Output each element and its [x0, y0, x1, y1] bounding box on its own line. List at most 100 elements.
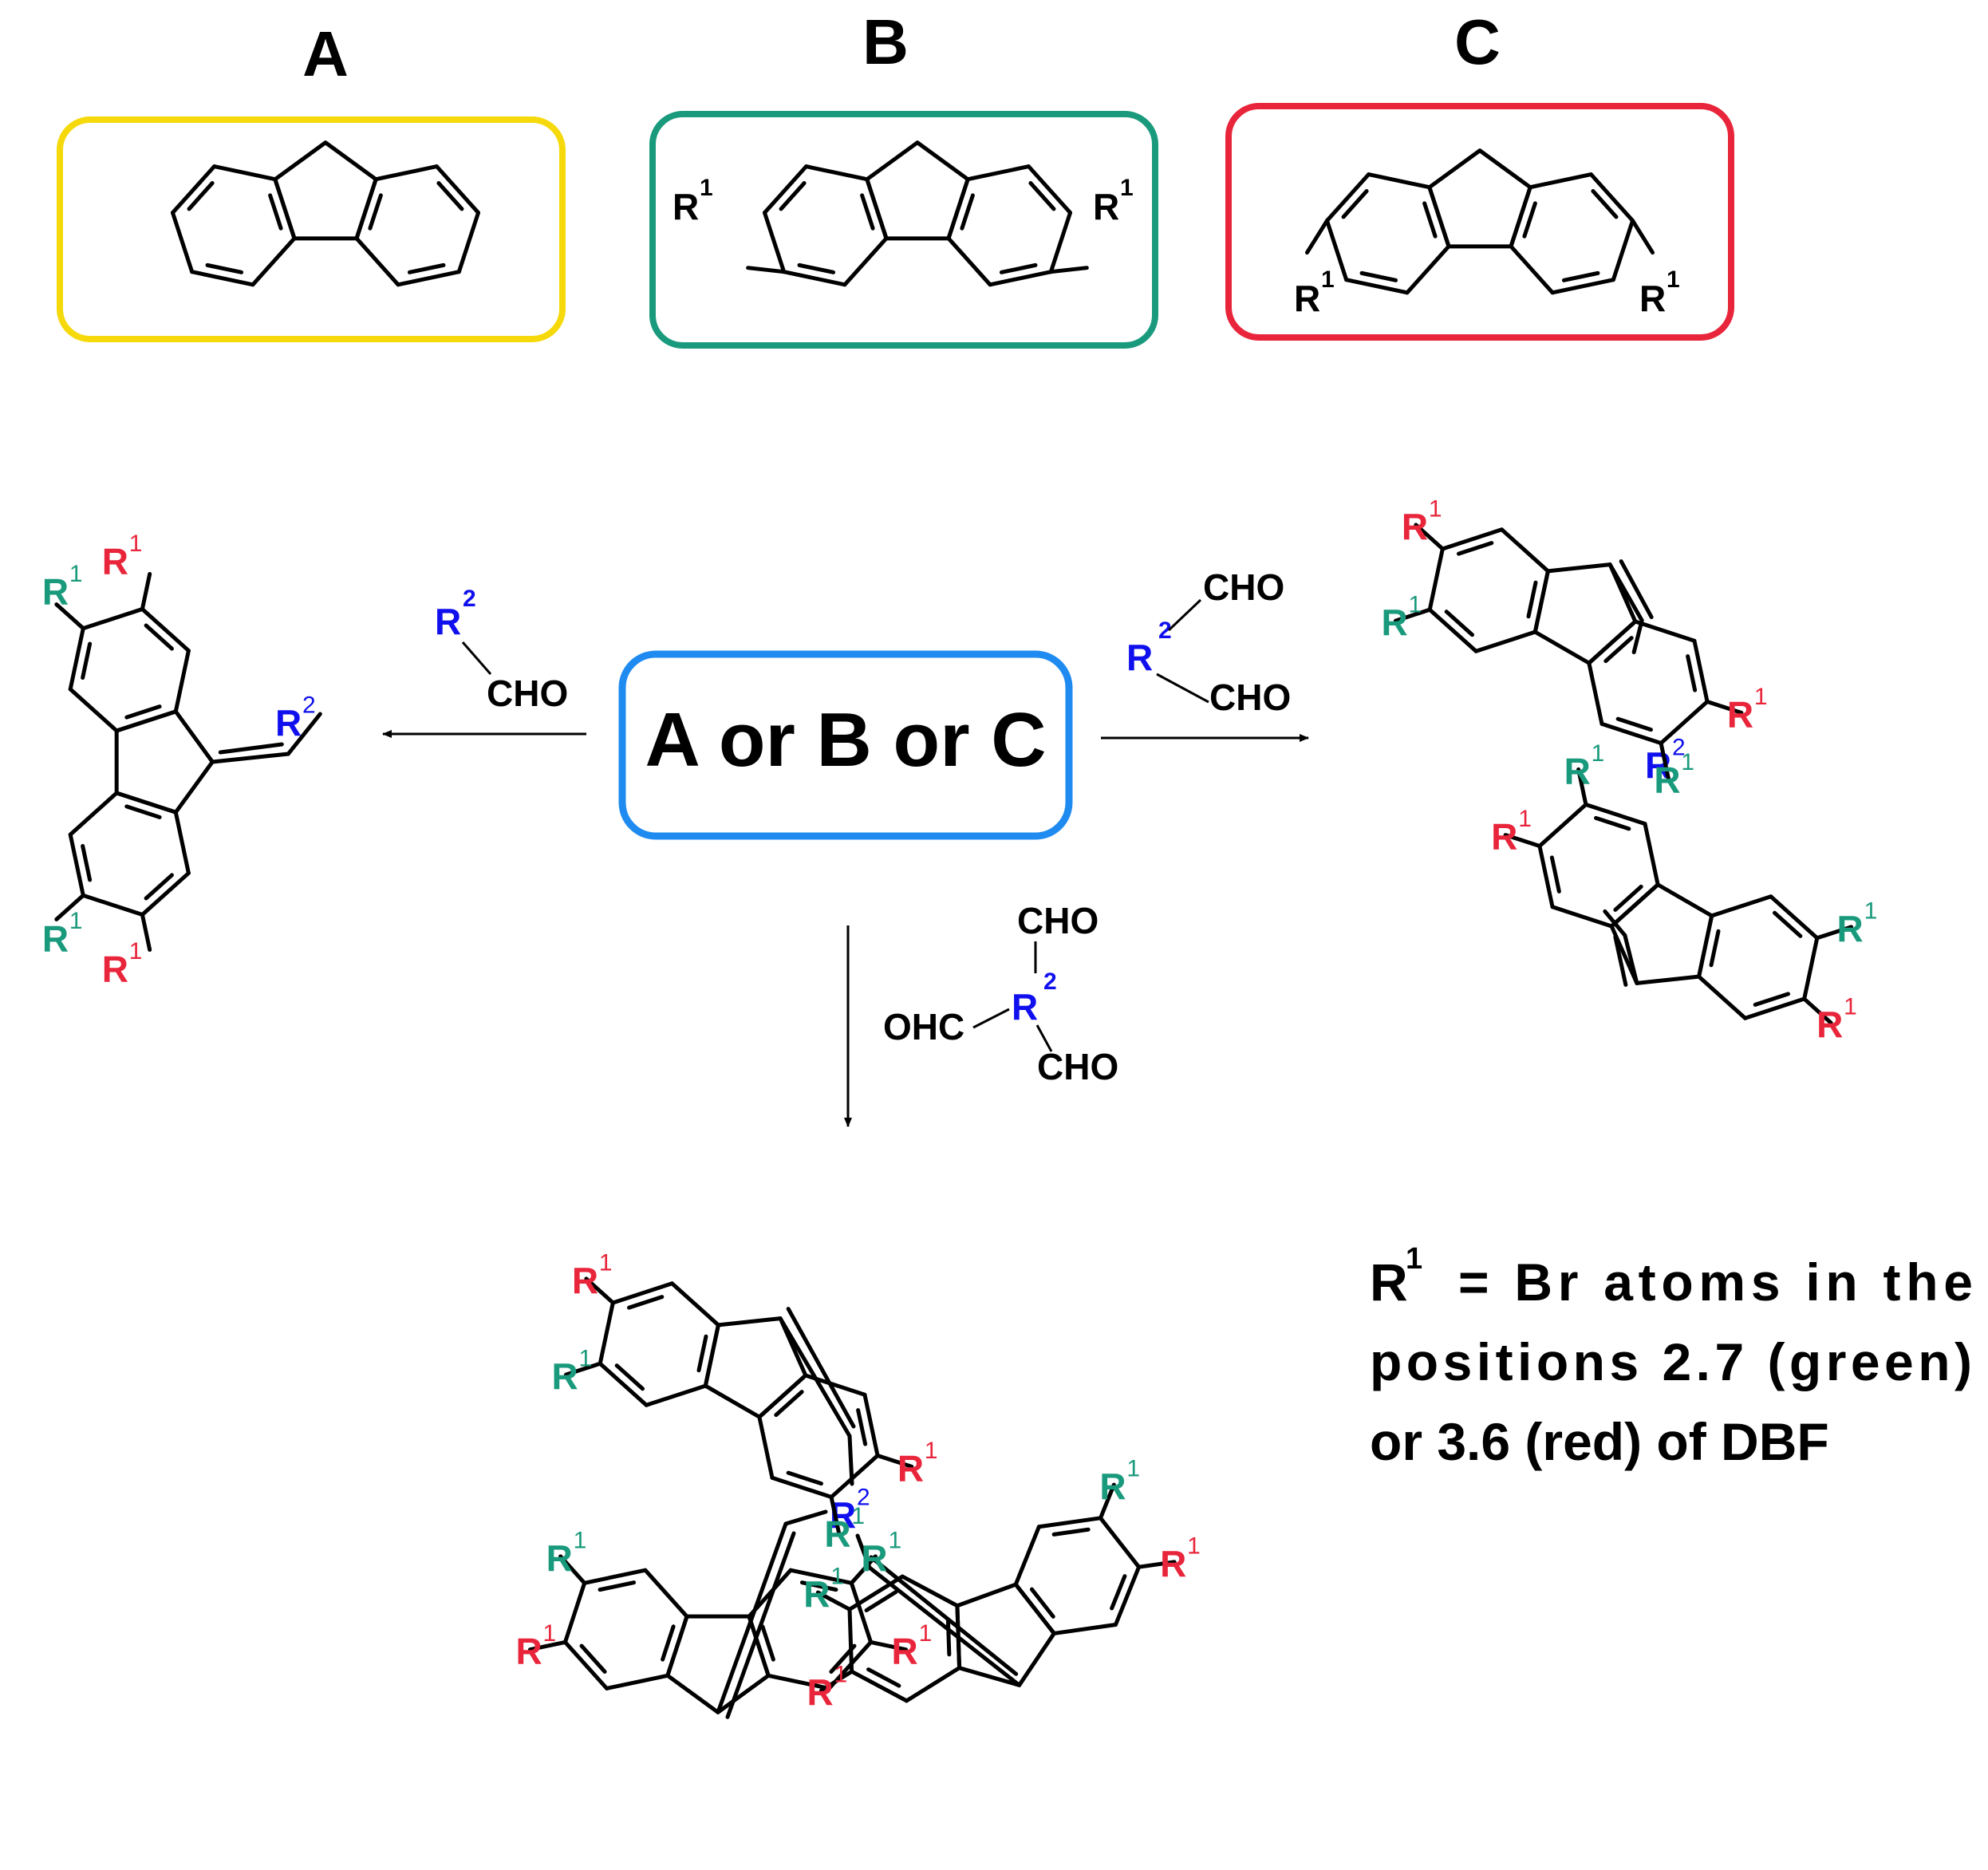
box-b	[649, 111, 1158, 349]
r-label-sup: 1	[542, 1620, 556, 1647]
center-label: A or B or C	[645, 697, 1046, 783]
svg-text:1: 1	[700, 175, 713, 201]
reactant-b: B	[649, 6, 1158, 349]
r-label: R	[824, 1513, 850, 1555]
svg-text:OHC: OHC	[883, 1006, 964, 1047]
r-label-sup: 1	[919, 1620, 933, 1647]
r-label: R	[892, 1631, 918, 1672]
legend-line1-sup: 1	[1406, 1242, 1422, 1276]
r-label: R	[42, 917, 69, 959]
label-a: A	[302, 18, 349, 89]
legend-line1-r: R	[1370, 1253, 1408, 1312]
r-label-sup: 1	[1408, 592, 1422, 618]
r-label: R	[42, 571, 69, 613]
r-label: R	[807, 1671, 833, 1713]
r-label: R	[572, 1260, 598, 1301]
r-label: R	[102, 540, 128, 582]
r-label-sup: 1	[1681, 749, 1694, 775]
svg-text:2: 2	[1158, 617, 1172, 644]
label-c: C	[1454, 6, 1501, 77]
r-label: R	[803, 1573, 830, 1615]
r-label-sup: 2	[857, 1484, 870, 1510]
svg-text:CHO: CHO	[1037, 1046, 1118, 1087]
r-label-sup: 1	[129, 531, 143, 557]
r-label-sup: 1	[1592, 740, 1605, 767]
svg-text:CHO: CHO	[1209, 677, 1291, 718]
r-label-sup: 1	[925, 1438, 938, 1464]
r-label-sup: 1	[69, 561, 83, 587]
r-label-sup: 1	[830, 1564, 844, 1590]
r-label: R	[1816, 1004, 1843, 1045]
r-label: R	[275, 702, 302, 744]
svg-text:R: R	[1012, 986, 1038, 1028]
reactant-a: A	[57, 18, 566, 342]
reactant-c: C	[1225, 6, 1734, 341]
reagent-trialdehyde: CHO R 2 OHC CHO	[883, 900, 1118, 1087]
r-label: R	[1654, 759, 1680, 801]
svg-text:R: R	[1093, 186, 1119, 227]
box-a	[57, 116, 566, 342]
r-label-sup: 1	[1864, 898, 1878, 924]
r-label: R	[1491, 816, 1517, 858]
r-label-sup: 1	[129, 938, 143, 965]
r-label: R	[861, 1537, 887, 1579]
svg-text:CHO: CHO	[487, 673, 568, 714]
svg-text:1: 1	[1120, 175, 1134, 201]
r-label-sup: 2	[1672, 734, 1686, 760]
r-label: R	[1160, 1543, 1186, 1584]
r1-label-c-left: R 1	[1294, 266, 1335, 319]
fluorene-structure-a	[170, 140, 481, 287]
r-label: R	[102, 949, 128, 990]
legend-line3: or 3.6 (red) of DBF	[1370, 1412, 1829, 1471]
r-label: R	[1402, 506, 1428, 547]
svg-text:R: R	[435, 601, 461, 642]
center-box	[618, 650, 1073, 840]
svg-text:2: 2	[463, 586, 476, 612]
r-label-sup: 1	[834, 1661, 847, 1687]
r-label: R	[551, 1355, 578, 1397]
legend: R 1 = Br atoms in the positions 2.7 (gre…	[1370, 1242, 1973, 1471]
r-label-sup: 1	[1518, 806, 1532, 832]
r-label-sup: 1	[1429, 495, 1442, 522]
svg-text:CHO: CHO	[1203, 566, 1284, 608]
r-label: R	[1099, 1466, 1126, 1507]
dibromofluorene-structure-c	[1304, 148, 1655, 295]
svg-text:CHO: CHO	[1017, 900, 1099, 941]
r-label: R	[546, 1537, 573, 1579]
legend-line1-rest: = Br atoms in the	[1458, 1253, 1973, 1312]
svg-text:2: 2	[1043, 969, 1057, 995]
svg-text:R: R	[1294, 278, 1320, 319]
r-label-sup: 1	[574, 1527, 587, 1553]
r-label: R	[1727, 693, 1753, 735]
r-label-sup: 1	[1126, 1456, 1140, 1482]
r-label-sup: 1	[851, 1503, 865, 1529]
r-label: R	[515, 1631, 542, 1672]
reagent-dialdehyde: R 2 CHO CHO	[1126, 566, 1291, 718]
svg-text:R: R	[1639, 278, 1666, 319]
svg-text:R: R	[673, 186, 699, 227]
r1-label-b-right: R 1	[1093, 175, 1134, 227]
label-b: B	[862, 6, 909, 77]
r-label-sup: 1	[1844, 994, 1857, 1020]
r-label: R	[897, 1447, 924, 1489]
box-c	[1225, 103, 1734, 341]
r-label-sup: 2	[302, 692, 316, 718]
r-label: R	[1837, 908, 1864, 949]
r-label-sup: 1	[599, 1249, 613, 1276]
svg-text:1: 1	[1321, 266, 1335, 293]
r-label-sup: 1	[578, 1346, 592, 1372]
r-label: R	[1381, 602, 1407, 643]
r-label-sup: 1	[1187, 1533, 1201, 1559]
svg-text:1: 1	[1667, 266, 1680, 293]
dibromofluorene-structure-b	[746, 140, 1089, 287]
svg-text:R: R	[1126, 637, 1153, 678]
r-label-sup: 1	[69, 908, 83, 934]
r-label-sup: 1	[1754, 684, 1768, 710]
r1-label-c-right: R 1	[1639, 266, 1680, 319]
r1-label-b-left: R 1	[673, 175, 713, 227]
r-label: R	[1564, 750, 1591, 791]
